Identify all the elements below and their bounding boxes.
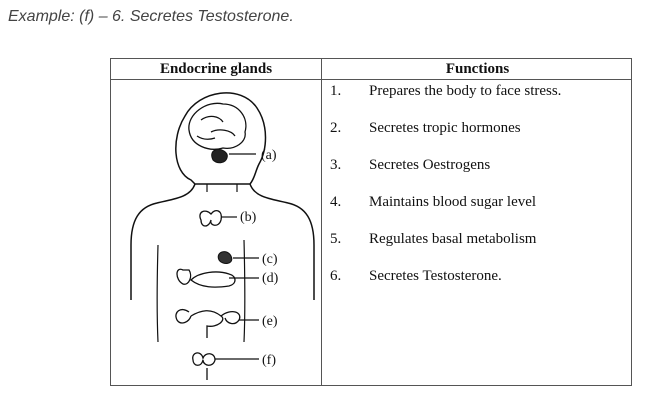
- function-number: 3.: [330, 157, 342, 173]
- function-number: 1.: [330, 83, 342, 99]
- function-row: 2. Secretes tropic hormones: [322, 118, 633, 138]
- head-outline: [175, 92, 267, 185]
- function-text: Maintains blood sugar level: [369, 194, 537, 210]
- function-row: 6. Secretes Testosterone.: [322, 266, 633, 286]
- function-number: 2.: [330, 120, 342, 136]
- function-text: Secretes Oestrogens: [369, 157, 491, 173]
- label-b: (b): [240, 210, 257, 225]
- function-row: 1. Prepares the body to face stress.: [322, 81, 633, 101]
- glands-functions-table: Endocrine glands Functions 1. Prepares t…: [110, 58, 632, 386]
- testes-icon: [192, 352, 216, 380]
- header-functions: Functions: [445, 61, 510, 77]
- function-text: Secretes tropic hormones: [369, 120, 521, 136]
- label-c: (c): [262, 252, 278, 267]
- kidney-icon: [176, 268, 192, 285]
- adrenal-icon: [217, 251, 233, 264]
- function-text: Regulates basal metabolism: [369, 231, 537, 247]
- label-f: (f): [262, 353, 276, 368]
- header-divider: [111, 79, 631, 80]
- thyroid-icon: [199, 209, 222, 227]
- pituitary-icon: [211, 149, 228, 164]
- torso-line-right: [243, 239, 246, 343]
- function-number: 4.: [330, 194, 342, 210]
- label-e: (e): [262, 314, 278, 329]
- function-row: 4. Maintains blood sugar level: [322, 192, 633, 212]
- function-row: 3. Secretes Oestrogens: [322, 155, 633, 175]
- brain-icon: [188, 102, 247, 150]
- function-number: 5.: [330, 231, 342, 247]
- uterus-icon: [175, 308, 241, 338]
- body-outline: [130, 183, 315, 300]
- pancreas-icon: [190, 271, 236, 288]
- function-number: 6.: [330, 268, 342, 284]
- example-text: Example: (f) – 6. Secretes Testosterone.: [8, 8, 294, 25]
- neck-outline: [206, 184, 238, 192]
- function-row: 5. Regulates basal metabolism: [322, 229, 633, 249]
- column-divider: [321, 59, 322, 385]
- torso-line-left: [156, 244, 159, 343]
- label-a: (a): [261, 148, 277, 163]
- human-body-diagram: (a) (b) (c) (d) (e) (f): [130, 92, 315, 380]
- label-d: (d): [262, 271, 279, 286]
- function-text: Secretes Testosterone.: [369, 268, 502, 284]
- header-endocrine-glands: Endocrine glands: [159, 61, 273, 77]
- function-text: Prepares the body to face stress.: [369, 83, 562, 99]
